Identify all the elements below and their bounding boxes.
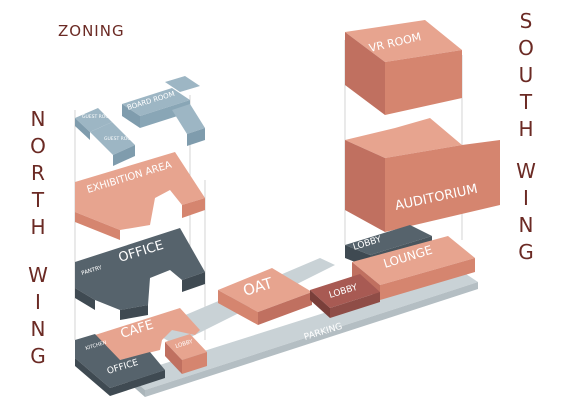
board-room-block: BOARD ROOM bbox=[122, 76, 205, 146]
office-block: OFFICE PANTRY bbox=[75, 228, 205, 320]
wing-letter: H bbox=[518, 117, 534, 141]
wing-letter: H bbox=[30, 215, 46, 239]
diagram-title: ZONING bbox=[58, 22, 125, 40]
wing-letter: R bbox=[31, 161, 45, 185]
wing-letter: N bbox=[30, 107, 46, 131]
parking-slab-front bbox=[145, 282, 478, 397]
wing-letter: N bbox=[30, 317, 46, 341]
wing-letter: T bbox=[31, 188, 45, 212]
lower-lobby-block: LOBBY bbox=[310, 274, 380, 318]
wing-letter: W bbox=[28, 263, 48, 287]
guest-rooms-label-1: GUEST ROOMS bbox=[82, 114, 116, 120]
kitchen-office-block: KITCHEN OFFICE bbox=[75, 334, 165, 396]
wing-letter: I bbox=[35, 290, 41, 314]
parking-slab-top bbox=[128, 270, 478, 390]
vr-room-block: VR ROOM bbox=[345, 20, 462, 115]
wing-letter: O bbox=[518, 36, 534, 60]
wing-letter: U bbox=[518, 63, 534, 87]
auditorium-block: AUDITORIUM bbox=[345, 118, 500, 232]
wing-letter: I bbox=[523, 186, 529, 210]
wing-letter: T bbox=[519, 90, 533, 114]
guest-rooms-block: GUEST ROOMS GUEST ROOMS bbox=[75, 108, 138, 166]
guest-rooms-label-2: GUEST ROOMS bbox=[104, 136, 138, 142]
lounge-block: LOUNGE bbox=[352, 236, 475, 300]
wing-letter: G bbox=[518, 240, 534, 264]
wing-letter: N bbox=[518, 213, 534, 237]
wing-letter: O bbox=[30, 134, 46, 158]
cafe-lobby-label: LOBBY bbox=[175, 339, 194, 350]
oat-block: OAT bbox=[218, 268, 312, 325]
wing-letter: W bbox=[516, 159, 536, 183]
wing-letter: S bbox=[519, 9, 533, 33]
exhibition-area-block: EXHIBITION AREA bbox=[75, 152, 205, 240]
wing-letter: G bbox=[30, 344, 46, 368]
